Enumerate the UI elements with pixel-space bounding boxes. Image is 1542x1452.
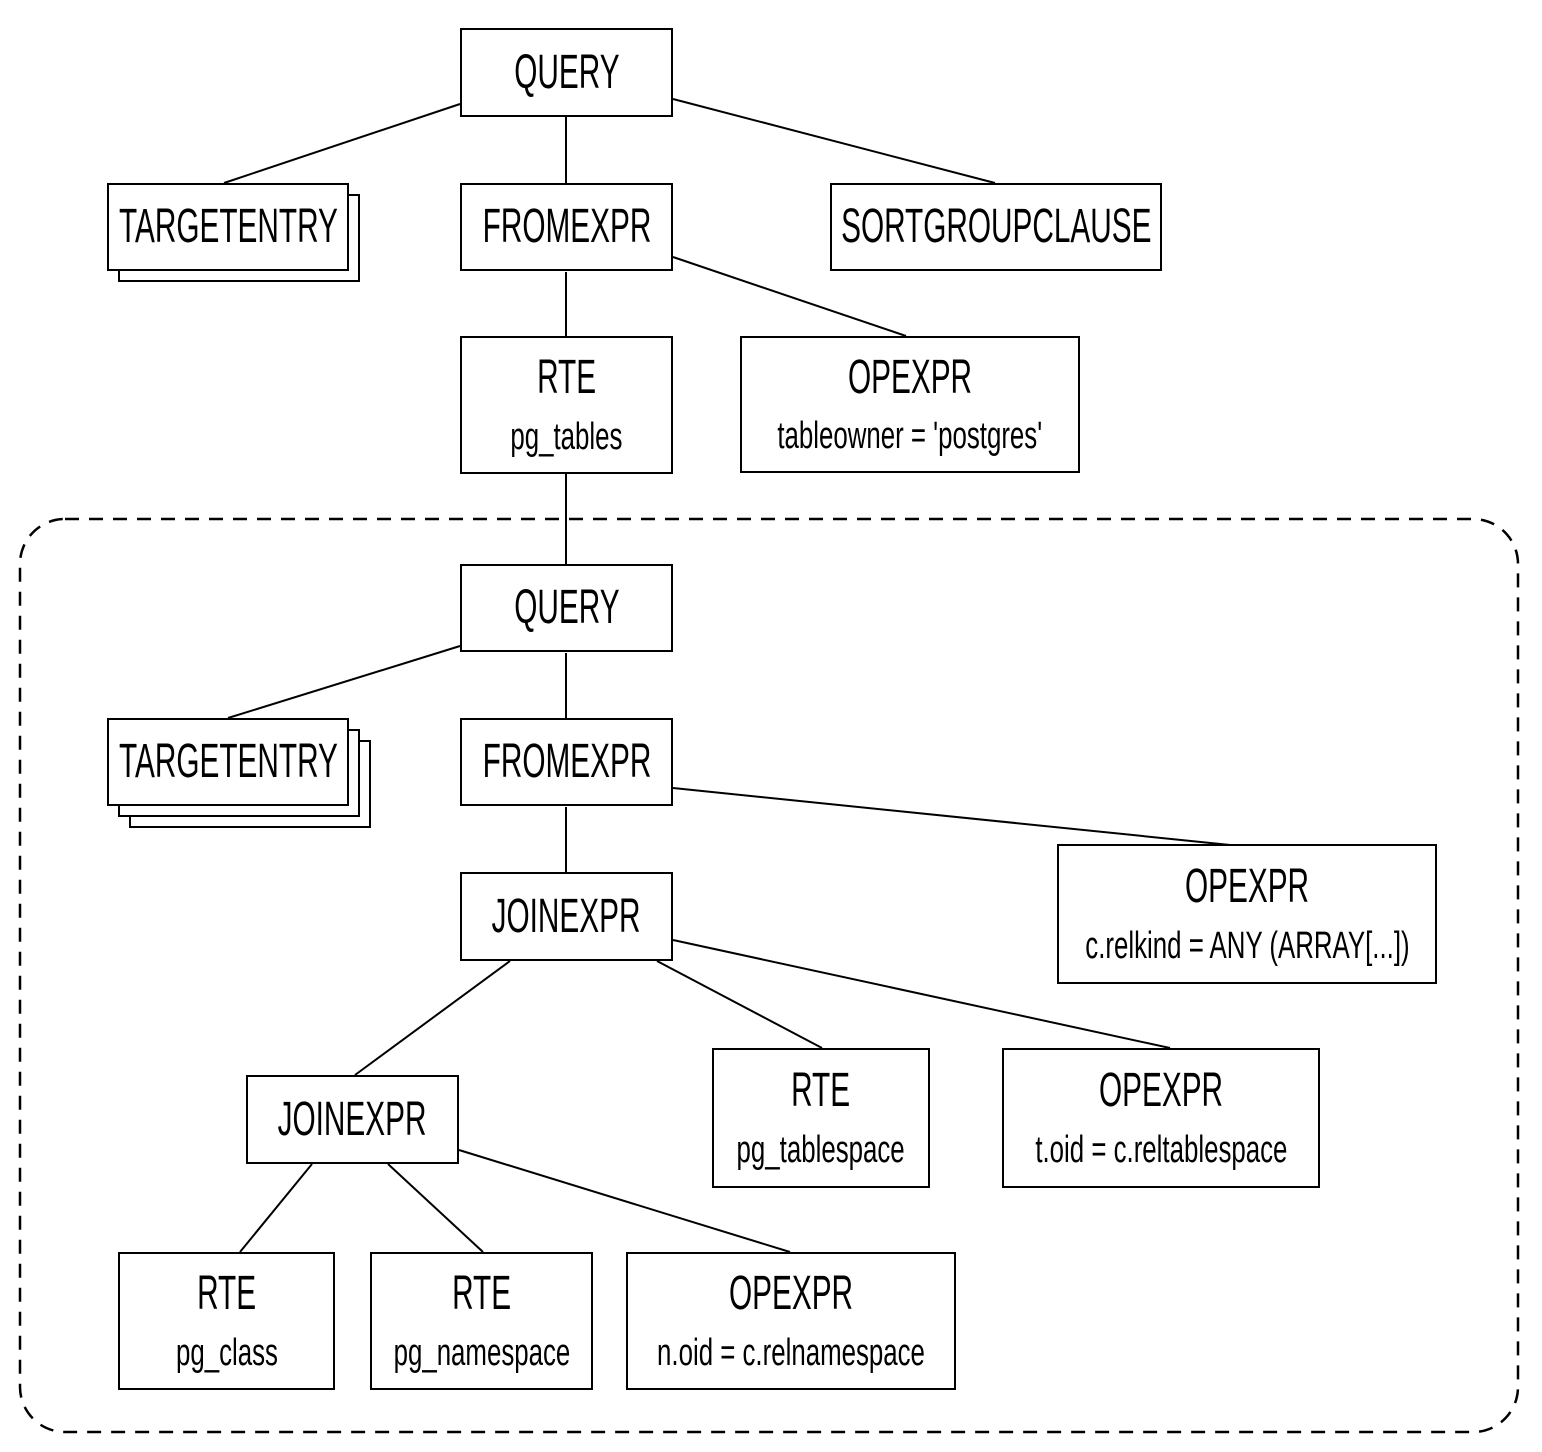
- node-fromexpr-1-box: FROMEXPR: [460, 183, 673, 271]
- node-sublabel: pg_namespace: [393, 1332, 570, 1374]
- node-opexpr-toid: OPEXPR t.oid = c.reltablespace: [1002, 1048, 1320, 1188]
- node-label: FROMEXPR: [482, 200, 651, 253]
- node-targetentry-1: TARGETENTRY: [107, 183, 360, 282]
- node-sublabel: pg_tables: [510, 416, 623, 458]
- node-label: JOINEXPR: [278, 1092, 427, 1146]
- node-sortgroupclause-1: SORTGROUPCLAUSE: [830, 183, 1162, 271]
- node-label: RTE: [196, 1267, 256, 1320]
- subquery-group-border: [18, 517, 1520, 1434]
- node-opexpr-toid-box: OPEXPR t.oid = c.reltablespace: [1002, 1048, 1320, 1188]
- node-rte-pg-tablespace: RTE pg_tablespace: [712, 1048, 930, 1188]
- edge-joinexpr-1--joinexpr-2: [354, 960, 511, 1076]
- edge-query-1--targetentry-1: [223, 103, 461, 184]
- node-opexpr-tableowner-box: OPEXPR tableowner = 'postgres': [740, 336, 1080, 473]
- node-rte-pg-namespace: RTE pg_namespace: [370, 1252, 593, 1390]
- node-query-1: QUERY: [460, 28, 673, 117]
- node-label: TARGETENTRY: [118, 200, 338, 253]
- node-label: RTE: [451, 1267, 511, 1320]
- node-label: OPEXPR: [1184, 859, 1310, 913]
- node-fromexpr-1: FROMEXPR: [460, 183, 673, 271]
- node-label: TARGETENTRY: [118, 735, 338, 788]
- edge-joinexpr-2--rte-pg-class: [239, 1163, 313, 1253]
- node-opexpr-tableowner: OPEXPR tableowner = 'postgres': [740, 336, 1080, 473]
- node-query-2: QUERY: [460, 564, 673, 652]
- node-query-2-box: QUERY: [460, 564, 673, 652]
- edge-query-2--targetentry-2: [227, 645, 461, 719]
- edge-joinexpr-1--rte-pg-tablespace: [656, 960, 823, 1049]
- node-rte-pg-class-box: RTE pg_class: [118, 1252, 335, 1390]
- edge-joinexpr-1--opexpr-toid: [672, 939, 1171, 1049]
- node-opexpr-relkind: OPEXPR c.relkind = ANY (ARRAY[...]): [1057, 844, 1437, 984]
- node-targetentry-1-box: TARGETENTRY: [107, 183, 349, 271]
- node-rte-pg-namespace-box: RTE pg_namespace: [370, 1252, 593, 1390]
- node-joinexpr-2: JOINEXPR: [246, 1075, 459, 1164]
- node-label: OPEXPR: [1098, 1063, 1224, 1117]
- node-label: OPEXPR: [728, 1267, 854, 1320]
- node-label: RTE: [536, 351, 596, 404]
- node-sortgroupclause-1-box: SORTGROUPCLAUSE: [830, 183, 1162, 271]
- edge-joinexpr-2--opexpr-noid: [458, 1149, 791, 1253]
- node-rte-pg-tables: RTE pg_tables: [460, 336, 673, 474]
- node-sublabel: pg_class: [175, 1332, 278, 1374]
- edge-fromexpr-2--opexpr-relkind: [672, 787, 1241, 847]
- node-targetentry-2: TARGETENTRY: [107, 718, 371, 828]
- node-label: FROMEXPR: [482, 735, 651, 788]
- node-opexpr-noid: OPEXPR n.oid = c.relnamespace: [626, 1252, 956, 1390]
- node-joinexpr-2-box: JOINEXPR: [246, 1075, 459, 1164]
- node-fromexpr-2: FROMEXPR: [460, 718, 673, 806]
- node-label: OPEXPR: [847, 350, 973, 404]
- node-sublabel: tableowner = 'postgres': [777, 415, 1043, 458]
- node-sublabel: t.oid = c.reltablespace: [1034, 1129, 1288, 1172]
- edge-query-1--sortgroupclause-1: [672, 98, 996, 184]
- node-query-1-box: QUERY: [460, 28, 673, 117]
- node-sublabel: c.relkind = ANY (ARRAY[...]): [1084, 925, 1410, 968]
- node-sublabel: pg_tablespace: [736, 1129, 906, 1172]
- node-opexpr-relkind-box: OPEXPR c.relkind = ANY (ARRAY[...]): [1057, 844, 1437, 984]
- node-targetentry-2-box: TARGETENTRY: [107, 718, 349, 806]
- node-fromexpr-2-box: FROMEXPR: [460, 718, 673, 806]
- node-rte-pg-tablespace-box: RTE pg_tablespace: [712, 1048, 930, 1188]
- node-joinexpr-1-box: JOINEXPR: [460, 872, 673, 961]
- node-label: RTE: [791, 1063, 851, 1117]
- node-sublabel: n.oid = c.relnamespace: [657, 1332, 925, 1374]
- node-label: QUERY: [513, 581, 620, 634]
- node-label: SORTGROUPCLAUSE: [840, 200, 1152, 253]
- node-label: JOINEXPR: [492, 889, 641, 943]
- edge-fromexpr-1--opexpr-tableowner: [672, 256, 907, 337]
- node-label: QUERY: [513, 45, 620, 99]
- node-rte-pg-tables-box: RTE pg_tables: [460, 336, 673, 474]
- node-opexpr-noid-box: OPEXPR n.oid = c.relnamespace: [626, 1252, 956, 1390]
- node-rte-pg-class: RTE pg_class: [118, 1252, 335, 1390]
- edge-joinexpr-2--rte-pg-namespace: [387, 1163, 484, 1253]
- node-joinexpr-1: JOINEXPR: [460, 872, 673, 961]
